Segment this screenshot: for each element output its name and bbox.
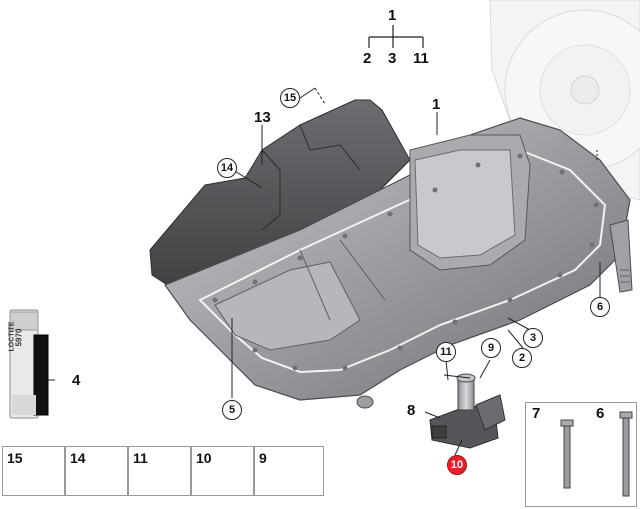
callout-13: 13 — [254, 109, 271, 126]
legend-box-9[interactable]: 9 — [254, 446, 324, 496]
circled-callout-6: 6 — [590, 297, 610, 317]
legend-box-15[interactable]: 15 — [2, 446, 65, 496]
callout-8: 8 — [407, 402, 416, 419]
sealant-tube-shape — [9, 309, 49, 419]
circled-callout-9: 9 — [481, 338, 501, 358]
legend-num-14: 14 — [70, 450, 86, 466]
circled-callout-3: 3 — [523, 328, 543, 348]
callout-6-bolt: 6 — [596, 405, 605, 422]
legend-num-10: 10 — [196, 450, 212, 466]
legend-num-11: 11 — [133, 450, 148, 466]
legend-num-9: 9 — [259, 450, 267, 466]
circled-callout-10-highlighted[interactable]: 10 — [447, 455, 467, 475]
circled-callout-11: 11 — [436, 342, 456, 362]
oil-level-sensor-shape — [429, 373, 506, 449]
legend-num-15: 15 — [7, 450, 23, 466]
legend-box-14[interactable]: 14 — [65, 446, 128, 496]
callout-11-top: 11 — [413, 50, 429, 67]
circled-callout-15: 15 — [280, 88, 300, 108]
group-bracket — [368, 25, 424, 48]
callout-2-top: 2 — [363, 50, 372, 67]
legend-box-11[interactable]: 11 — [128, 446, 191, 496]
legend-box-10[interactable]: 10 — [191, 446, 254, 496]
bolt-legend-box[interactable] — [525, 402, 637, 507]
tube-code-text: 5970 — [14, 328, 24, 347]
oil-pan-shape — [164, 117, 633, 409]
callout-1: 1 — [432, 96, 441, 113]
circled-callout-14: 14 — [217, 158, 237, 178]
circled-callout-2: 2 — [512, 348, 532, 368]
callout-1-top: 1 — [388, 7, 397, 24]
callout-4: 4 — [72, 372, 81, 389]
callout-7: 7 — [532, 405, 541, 422]
callout-3-top: 3 — [388, 50, 397, 67]
bolt-legend-icons — [560, 411, 633, 497]
circled-callout-5: 5 — [222, 400, 242, 420]
